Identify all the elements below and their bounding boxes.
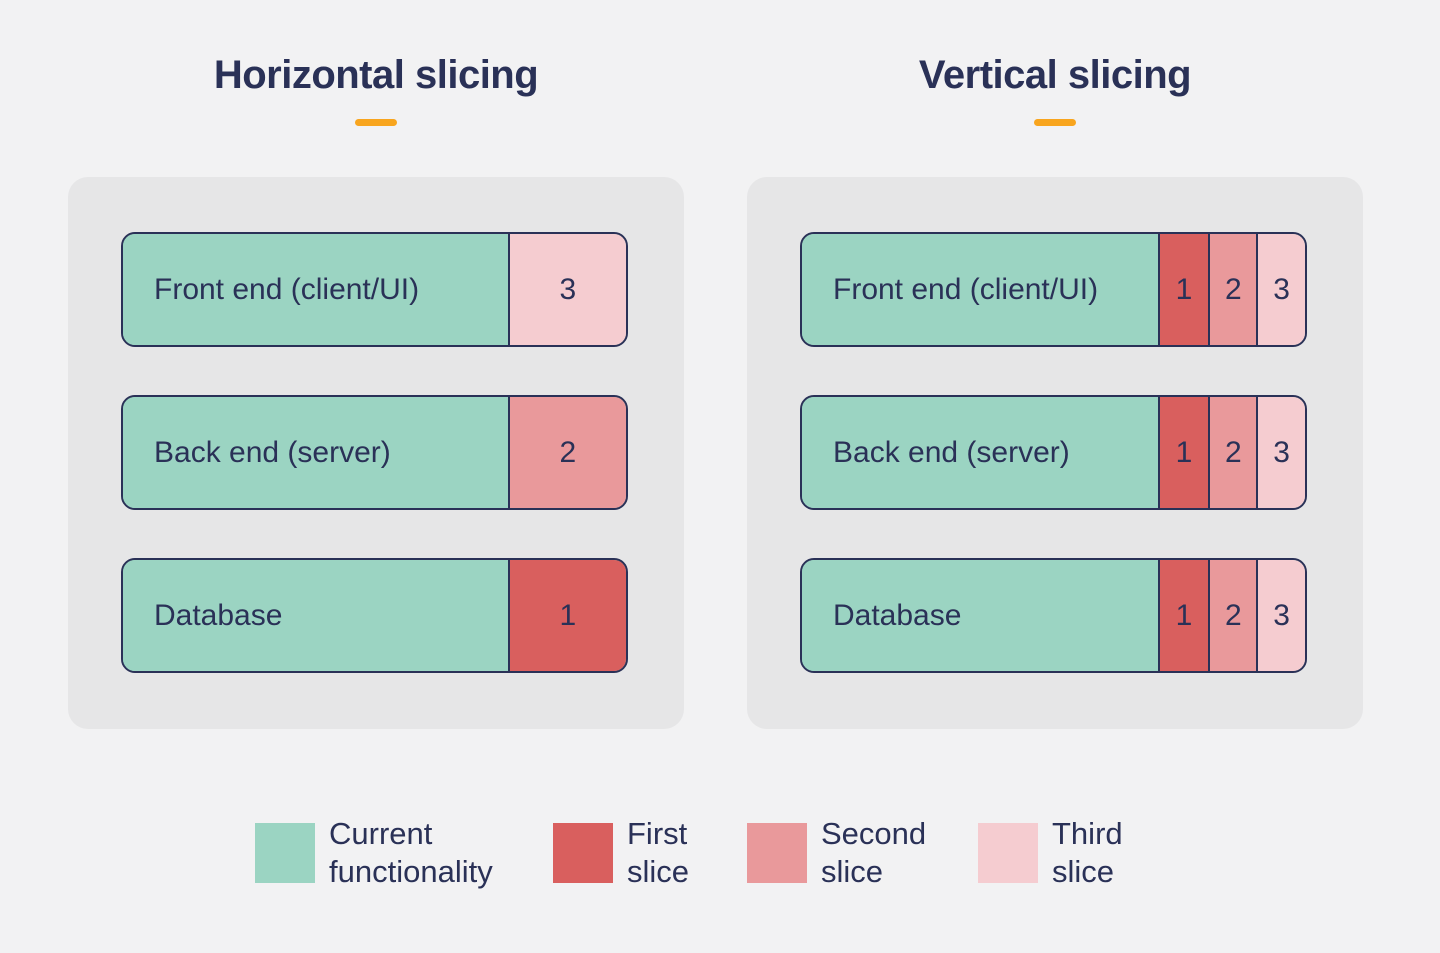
current-functionality-segment: Front end (client/UI) [123, 234, 508, 345]
slice-number: 1 [1175, 598, 1193, 632]
second-slice-swatch [747, 823, 807, 883]
legend-label: Second slice [821, 816, 927, 889]
legend-item-third-slice: Third slice [978, 815, 1123, 891]
second-slice-segment: 2 [1208, 234, 1257, 345]
current-functionality-segment: Database [802, 560, 1158, 671]
legend-item-second-slice: Second slice [747, 815, 926, 891]
bar-label: Front end (client/UI) [833, 272, 1099, 306]
second-slice-segment: 2 [1208, 560, 1257, 671]
bar-database-vertical: Database 1 2 3 [800, 558, 1307, 673]
bar-database-horizontal: Database 1 [121, 558, 628, 673]
bar-front-end-horizontal: Front end (client/UI) 3 [121, 232, 628, 347]
bar-back-end-horizontal: Back end (server) 2 [121, 395, 628, 510]
current-functionality-swatch [255, 823, 315, 883]
slice-number: 1 [559, 598, 577, 632]
current-functionality-segment: Database [123, 560, 508, 671]
slice-number: 2 [559, 435, 577, 469]
slice-number: 1 [1175, 435, 1193, 469]
first-slice-swatch [553, 823, 613, 883]
vertical-slicing-title: Vertical slicing [918, 53, 1192, 97]
bar-label: Back end (server) [833, 435, 1070, 469]
third-slice-segment: 3 [1256, 234, 1305, 345]
vertical-slicing-panel: Front end (client/UI) 1 2 3 Back end (se… [747, 177, 1363, 729]
legend-label: Current functionality [329, 816, 493, 889]
slice-number: 3 [559, 272, 577, 306]
bar-label: Front end (client/UI) [154, 272, 420, 306]
current-functionality-segment: Back end (server) [123, 397, 508, 508]
legend-item-current-functionality: Current functionality [255, 815, 493, 891]
slice-number: 3 [1273, 598, 1290, 632]
slice-number: 2 [1224, 435, 1242, 469]
bar-back-end-vertical: Back end (server) 1 2 3 [800, 395, 1307, 510]
slice-number: 2 [1224, 598, 1242, 632]
legend-label: Third slice [1052, 816, 1123, 889]
second-slice-segment: 2 [1208, 397, 1257, 508]
third-slice-segment: 3 [1256, 560, 1305, 671]
third-slice-segment: 3 [507, 234, 626, 345]
bar-label: Database [833, 598, 962, 632]
slice-number: 1 [1175, 272, 1193, 306]
slice-number: 2 [1224, 272, 1242, 306]
first-slice-segment: 1 [1157, 234, 1209, 345]
third-slice-swatch [978, 823, 1038, 883]
horizontal-slicing-panel: Front end (client/UI) 3 Back end (server… [68, 177, 684, 729]
slice-number: 3 [1273, 272, 1290, 306]
first-slice-segment: 1 [1157, 397, 1209, 508]
horizontal-slicing-title: Horizontal slicing [213, 53, 539, 97]
legend-label: First slice [627, 816, 690, 889]
first-slice-segment: 1 [507, 560, 626, 671]
bar-label: Back end (server) [154, 435, 391, 469]
first-slice-segment: 1 [1157, 560, 1209, 671]
horizontal-title-accent-dash [355, 119, 397, 126]
legend-item-first-slice: First slice [553, 815, 689, 891]
bar-front-end-vertical: Front end (client/UI) 1 2 3 [800, 232, 1307, 347]
slice-number: 3 [1273, 435, 1290, 469]
third-slice-segment: 3 [1256, 397, 1305, 508]
second-slice-segment: 2 [507, 397, 626, 508]
vertical-title-accent-dash [1034, 119, 1076, 126]
bar-label: Database [154, 598, 283, 632]
current-functionality-segment: Back end (server) [802, 397, 1158, 508]
current-functionality-segment: Front end (client/UI) [802, 234, 1158, 345]
